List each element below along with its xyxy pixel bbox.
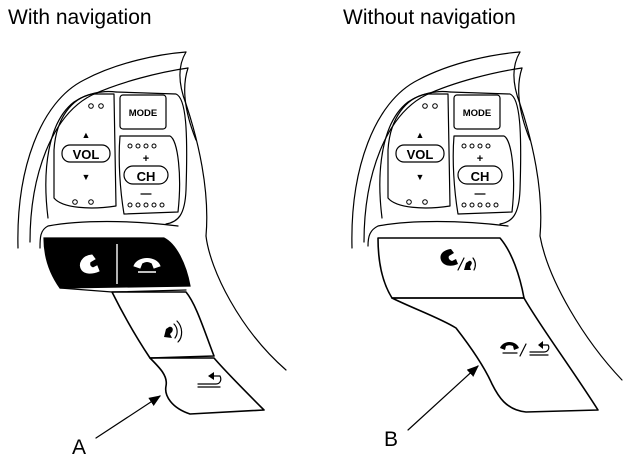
vol-up-icon[interactable]: ▲ — [82, 130, 91, 140]
ch-label: CH — [471, 169, 490, 184]
vol-rocker-outline[interactable] — [387, 93, 451, 209]
ch-label: CH — [137, 169, 156, 184]
back-icon — [197, 372, 222, 388]
vol-up-icon[interactable]: ▲ — [416, 130, 425, 140]
vol-rocker-outline[interactable] — [53, 93, 117, 209]
ch-up-icon[interactable]: + — [477, 153, 483, 165]
talk-icon — [164, 320, 183, 343]
vol-label: VOL — [407, 147, 434, 162]
ch-rocker-outline[interactable] — [452, 135, 515, 215]
heading-without-navigation: Without navigation — [343, 6, 516, 29]
pick-up-talk-button[interactable] — [377, 237, 525, 299]
mode-button[interactable] — [453, 94, 501, 130]
steering-wheel-with-navigation: ▲ ▼ VOL MODE + CH — [17, 51, 287, 439]
mode-label: MODE — [129, 108, 158, 119]
callout-b-arrow — [407, 365, 479, 431]
hang-up-back-icon — [500, 341, 550, 357]
ch-rocker-outline[interactable] — [118, 135, 181, 215]
mode-button[interactable] — [119, 94, 167, 130]
mode-label: MODE — [463, 108, 492, 119]
pick-up-icon[interactable] — [79, 254, 100, 274]
talk-button[interactable] — [111, 291, 215, 359]
ch-up-icon[interactable]: + — [143, 153, 149, 165]
callout-a-label: A — [72, 436, 87, 459]
callout-b-label: B — [384, 428, 399, 451]
pick-up-talk-icon — [440, 249, 476, 271]
ch-button[interactable] — [123, 165, 169, 185]
vol-button[interactable] — [395, 144, 445, 163]
vol-down-icon[interactable]: ▼ — [82, 172, 91, 182]
hang-up-icon[interactable] — [133, 258, 161, 273]
steering-wheel-without-navigation: ▲ ▼ VOL MODE + CH — [351, 51, 623, 431]
vol-label: VOL — [73, 147, 100, 162]
ch-button[interactable] — [457, 165, 503, 185]
heading-with-navigation: With navigation — [8, 6, 152, 29]
callout-a-arrow — [95, 395, 162, 439]
vol-button[interactable] — [61, 144, 111, 163]
hang-up-back-button[interactable] — [391, 297, 599, 413]
back-button[interactable] — [149, 357, 265, 415]
vol-down-icon[interactable]: ▼ — [416, 172, 425, 182]
